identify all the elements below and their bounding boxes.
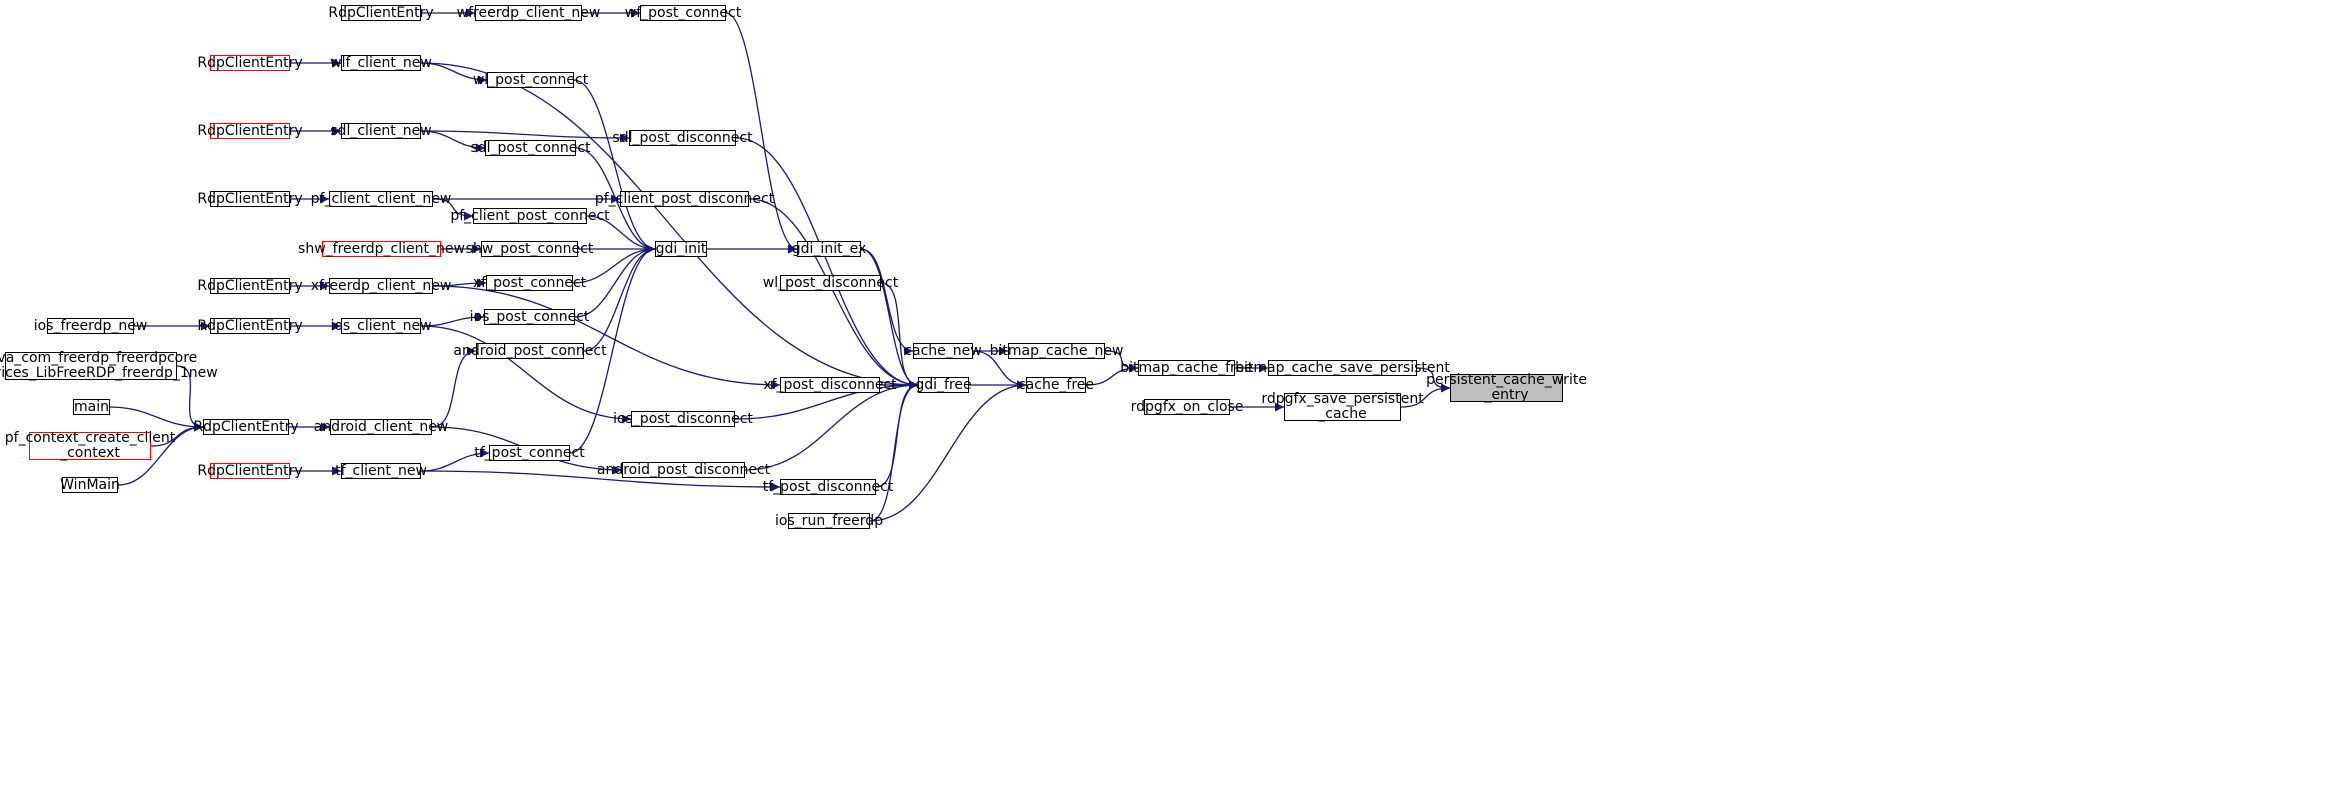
node-cache-new[interactable]: cache_new — [904, 342, 982, 359]
node-bitmap-cache-free[interactable]: bitmap_cache_free — [1120, 359, 1253, 376]
node-sdl-post-connect[interactable]: sdl_post_connect — [470, 139, 591, 156]
node-ios-freerdp-new[interactable]: ios_freerdp_new — [33, 317, 148, 334]
call-edge — [420, 62, 919, 390]
node-xfreerdp-client-new[interactable]: xfreerdp_client_new — [310, 277, 452, 294]
node-sdl-post-disconnect[interactable]: sdl_post_disconnect — [612, 129, 753, 146]
call-edge — [574, 244, 656, 318]
node-pf-client-post-disconnect[interactable]: pf_client_post_disconnect — [594, 190, 775, 207]
call-edge — [725, 12, 798, 254]
call-edge — [109, 406, 204, 432]
call-edge — [1400, 383, 1451, 408]
node-gdi-init[interactable]: gdi_init — [655, 240, 707, 257]
call-edge — [869, 380, 919, 522]
node-ios-post-connect[interactable]: ios_post_connect — [469, 308, 590, 325]
node-persistent-cache-write-entry: persistent_cache_write _entry — [1426, 372, 1587, 403]
node-rdpcliententry-wlf[interactable]: RdpClientEntry — [197, 54, 303, 71]
node-shw-freerdp-client-new[interactable]: shw_freerdp_client_new — [298, 240, 465, 257]
node-rdpcliententry-tf[interactable]: RdpClientEntry — [197, 462, 303, 479]
node-tf-post-disconnect[interactable]: tf_post_disconnect — [762, 478, 894, 495]
call-edge — [420, 470, 781, 492]
node-android-post-connect[interactable]: android_post_connect — [453, 342, 607, 359]
node-wl-post-connect[interactable]: wl_post_connect — [472, 71, 589, 88]
node-wf-post-connect[interactable]: wf_post_connect — [624, 4, 742, 21]
call-edge — [860, 248, 914, 356]
node-sdl-client-new[interactable]: sdl_client_new — [330, 122, 432, 139]
call-edge — [573, 79, 656, 254]
call-edge — [420, 325, 632, 424]
node-bitmap-cache-save-persistent[interactable]: bitmap_cache_save_persistent — [1235, 359, 1450, 376]
node-rdpcliententry-android[interactable]: RdpClientEntry — [193, 418, 299, 435]
node-rdpcliententry-sdl[interactable]: RdpClientEntry — [197, 122, 303, 139]
node-wfreerdp-client-new[interactable]: wfreerdp_client_new — [456, 4, 601, 21]
call-edge — [431, 346, 477, 428]
call-edge — [744, 380, 919, 471]
call-edge — [420, 130, 630, 143]
node-pf-client-client-new[interactable]: pf_client_client_new — [310, 190, 452, 207]
call-edge — [117, 422, 204, 486]
node-ios-post-disconnect[interactable]: ios_post_disconnect — [613, 410, 753, 427]
call-edge — [572, 244, 656, 284]
node-rdpcliententry-wf[interactable]: RdpClientEntry — [328, 4, 434, 21]
node-android-client-new[interactable]: android_client_new — [313, 418, 449, 435]
node-gdi-free[interactable]: gdi_free — [915, 376, 972, 393]
node-cache-free[interactable]: cache_free — [1017, 376, 1095, 393]
node-xf-post-disconnect[interactable]: xf_post_disconnect — [763, 376, 897, 393]
node-pf-client-post-connect[interactable]: pf_client_post_connect — [450, 207, 610, 224]
call-edge — [1085, 363, 1139, 386]
node-xf-post-connect[interactable]: xf_post_connect — [472, 274, 587, 291]
call-edge — [583, 244, 656, 352]
node-java-freerdp-1new[interactable]: Java_com_freerdp_freerdpcore _services_L… — [0, 350, 218, 381]
node-bitmap-cache-new[interactable]: bitmap_cache_new — [989, 342, 1124, 359]
node-winmain[interactable]: WinMain — [60, 476, 120, 493]
call-edge — [860, 248, 919, 390]
call-edges — [109, 8, 1451, 522]
node-ios-run-freerdp[interactable]: ios_run_freerdp — [774, 512, 884, 529]
node-rdpcliententry-ios[interactable]: RdpClientEntry — [197, 317, 303, 334]
call-edge — [869, 380, 1027, 522]
node-ios-client-new[interactable]: ios_client_new — [330, 317, 432, 334]
node-rdpgfx-on-close[interactable]: rdpgfx_on_close — [1130, 398, 1244, 415]
node-shw-post-connect[interactable]: shw_post_connect — [465, 240, 594, 257]
node-rdpgfx-save-persistent-cache[interactable]: rdpgfx_save_persistent _cache — [1261, 391, 1424, 422]
node-wl-post-disconnect[interactable]: wl_post_disconnect — [762, 274, 899, 291]
node-tf-client-new[interactable]: tf_client_new — [335, 462, 427, 479]
call-edge — [569, 244, 656, 454]
node-pf-context-create-client-context[interactable]: pf_context_create_client _context — [4, 430, 176, 461]
call-edge — [734, 380, 919, 420]
node-android-post-disconnect[interactable]: android_post_disconnect — [596, 461, 771, 478]
node-wlf-client-new[interactable]: wlf_client_new — [330, 54, 432, 71]
node-rdpcliententry-pf[interactable]: RdpClientEntry — [197, 190, 303, 207]
call-edge — [748, 198, 919, 390]
call-edge — [432, 285, 781, 390]
node-gdi-init-ex[interactable]: gdi_init_ex — [791, 240, 867, 257]
node-rdpcliententry-xf[interactable]: RdpClientEntry — [197, 277, 303, 294]
node-main[interactable]: main — [73, 398, 110, 415]
node-tf-post-connect[interactable]: tf_post_connect — [474, 444, 585, 461]
call-edge — [735, 137, 919, 390]
